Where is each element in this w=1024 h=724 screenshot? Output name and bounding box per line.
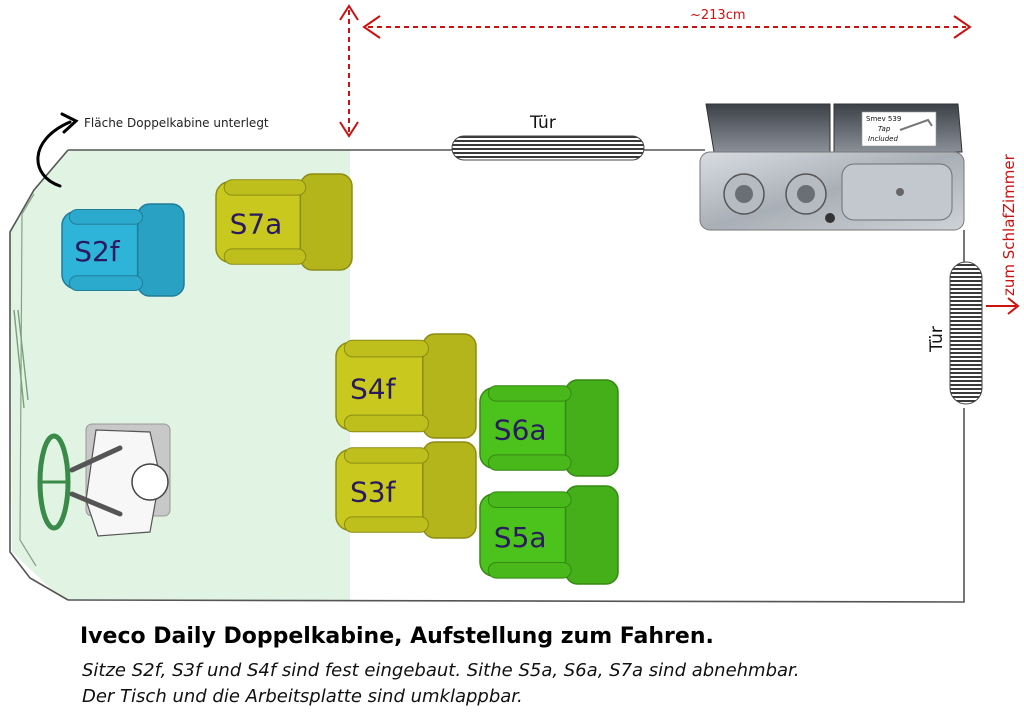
seat-s6a: S6a bbox=[479, 379, 619, 477]
door-right bbox=[949, 261, 983, 405]
seat-s4f: S4f bbox=[335, 333, 477, 439]
driver-figure bbox=[37, 423, 171, 537]
seat-label-s6a: S6a bbox=[494, 414, 547, 447]
caption-line-1: Sitze S2f, S3f und S4f sind fest eingeba… bbox=[82, 660, 800, 681]
cabin-note: Fläche Doppelkabine unterlegt bbox=[84, 116, 269, 130]
seat-s3f: S3f bbox=[335, 441, 477, 539]
sink-sticker bbox=[861, 111, 937, 147]
sink-sticker-line3: Included bbox=[868, 135, 898, 143]
van-outline bbox=[9, 149, 965, 603]
door-top-label: Tür bbox=[529, 113, 556, 133]
cabin-note-arrow bbox=[36, 112, 79, 188]
sink-stove-unit: Smev 539 Tap Included bbox=[699, 103, 965, 231]
seat-label-s4f: S4f bbox=[350, 372, 397, 405]
sink-sticker-line2: Tap bbox=[878, 125, 891, 133]
seat-label-s7a: S7a bbox=[230, 208, 283, 241]
seat-label-s5a: S5a bbox=[494, 521, 547, 554]
seat-s5a: S5a bbox=[479, 485, 619, 585]
seat-s2f: S2f bbox=[61, 203, 185, 297]
door-top bbox=[451, 135, 645, 161]
sink-sticker-line1: Smev 539 bbox=[866, 115, 901, 123]
dimension-label: ~213cm bbox=[690, 8, 746, 23]
caption-line-2: Der Tisch und die Arbeitsplatte sind umk… bbox=[82, 686, 523, 707]
caption-title: Iveco Daily Doppelkabine, Aufstellung zu… bbox=[80, 624, 714, 649]
bedroom-label: zum SchlafZimmer bbox=[1000, 153, 1018, 296]
dimension-arrows bbox=[339, 4, 1020, 315]
seat-label-s2f: S2f bbox=[74, 235, 121, 268]
seat-label-s3f: S3f bbox=[350, 476, 397, 509]
door-right-label: Tür bbox=[927, 326, 947, 353]
seat-s7a: S7a bbox=[215, 173, 353, 271]
